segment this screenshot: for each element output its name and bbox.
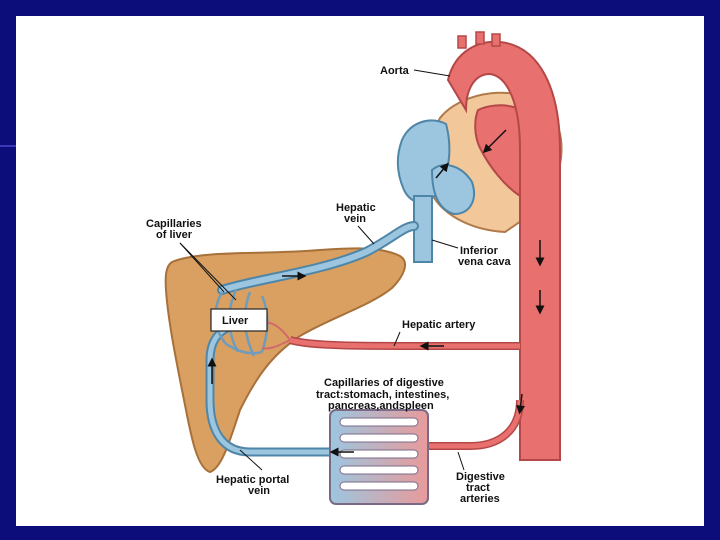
digestive-arteries-label-1: Digestive: [456, 471, 505, 483]
digestive-capillaries-label-2: tract:stomach, intestines,: [316, 389, 449, 401]
hepatic-portal-vein-label-2: vein: [248, 485, 270, 497]
capillaries-liver-label-2: of liver: [156, 229, 193, 241]
leader-lines: [179, 69, 465, 471]
aorta-label: Aorta: [380, 65, 410, 77]
liver-shape: [164, 247, 407, 474]
digestive-capillaries-label-3: pancreas,andspleen: [328, 400, 434, 412]
digestive-arteries-label-3: arteries: [460, 493, 500, 505]
aorta-branch-3: [491, 33, 501, 47]
liver-label-box: [210, 308, 268, 332]
liver-label: Liver: [222, 315, 249, 327]
inferior-vena-cava-vessel: [413, 195, 433, 263]
aorta-vessel: [446, 40, 561, 461]
hepatic-vein-label-1: Hepatic: [336, 202, 376, 214]
capillaries-liver-label-1: Capillaries: [146, 218, 202, 230]
hepatic-artery-label: Hepatic artery: [402, 319, 476, 331]
inferior-vena-cava-label-2: vena cava: [458, 256, 511, 268]
hepatic-portal-vein-label-1: Hepatic portal: [216, 474, 289, 486]
digestive-capillaries: [329, 409, 429, 505]
digestive-arteries-label-2: tract: [466, 482, 490, 494]
aorta-branch-2: [475, 31, 485, 45]
right-ventricle: [430, 164, 475, 216]
flow-arrows: [207, 129, 545, 457]
inferior-vena-cava-label-1: Inferior: [460, 245, 499, 257]
hepatic-vein-label-2: vein: [344, 213, 366, 225]
digestive-artery-vessel: [428, 399, 524, 450]
edge-stripe: [0, 145, 16, 147]
digestive-capillaries-label-1: Capillaries of digestive: [324, 377, 444, 389]
aorta-branch-1: [457, 35, 467, 49]
